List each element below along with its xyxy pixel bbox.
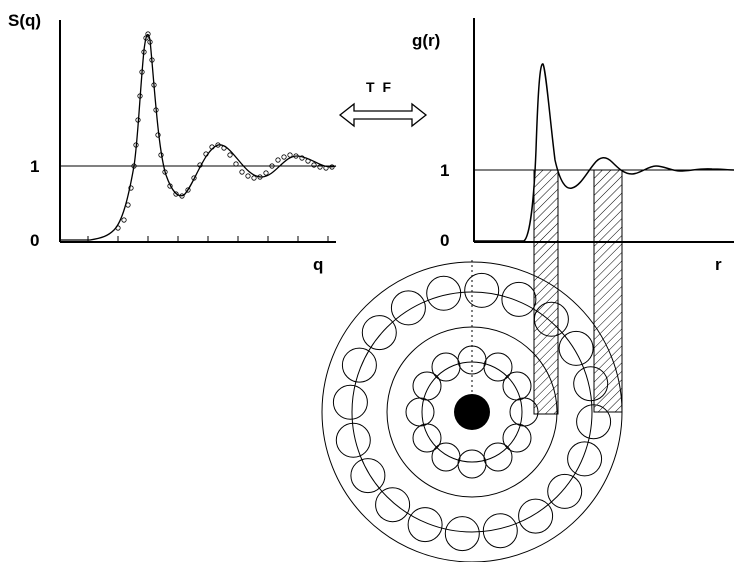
sq-tick-zero-label: 0 bbox=[30, 231, 39, 250]
sq-tick-one-label: 1 bbox=[30, 157, 39, 176]
second-shell-particle bbox=[361, 315, 397, 351]
tf-label: T F bbox=[366, 79, 393, 95]
sq-y-axis-label: S(q) bbox=[8, 11, 41, 30]
first-shell-particle bbox=[502, 371, 532, 401]
second-shell-particle bbox=[558, 330, 594, 366]
gr-panel: g(r) 1 0 r bbox=[412, 18, 734, 274]
second-shell-particle bbox=[547, 473, 583, 509]
second-shell-particle bbox=[501, 281, 537, 317]
second-shell-particle bbox=[335, 422, 371, 458]
shell-bins bbox=[533, 169, 623, 415]
sq-x-axis-label: q bbox=[313, 255, 323, 274]
second-peak-bin bbox=[593, 169, 623, 413]
gr-curve bbox=[474, 63, 735, 242]
second-shell-particle bbox=[444, 516, 480, 552]
shell-particles bbox=[332, 272, 612, 552]
sq-panel: S(q) 1 0 q bbox=[8, 11, 337, 274]
second-shell-particle bbox=[426, 275, 462, 311]
fourier-transform-arrow: T F bbox=[338, 79, 428, 128]
sq-curve bbox=[60, 33, 337, 241]
second-shell-particle bbox=[341, 347, 377, 383]
gr-tick-one-label: 1 bbox=[440, 161, 449, 180]
central-atom bbox=[454, 394, 490, 430]
first-shell-particle bbox=[502, 423, 532, 453]
second-shell-particle bbox=[407, 507, 443, 543]
first-shell-particle bbox=[483, 352, 513, 382]
second-shell-particle bbox=[482, 513, 518, 549]
second-shell-particle bbox=[332, 384, 368, 420]
first-shell-particle bbox=[412, 371, 442, 401]
second-shell-particle bbox=[375, 487, 411, 523]
gr-x-axis-label: r bbox=[715, 255, 722, 274]
first-peak-bin bbox=[533, 169, 559, 415]
double-arrow-icon bbox=[338, 102, 428, 128]
second-shell-particle bbox=[518, 498, 554, 534]
first-shell-particle bbox=[412, 423, 442, 453]
first-shell-particle bbox=[431, 352, 461, 382]
sq-data-points bbox=[115, 31, 335, 231]
first-shell-particle bbox=[483, 442, 513, 472]
second-shell-particle bbox=[464, 272, 500, 308]
first-shell-particle bbox=[405, 397, 435, 427]
sq-x-ticks bbox=[87, 236, 329, 242]
first-shell-particle bbox=[457, 449, 487, 479]
gr-tick-zero-label: 0 bbox=[440, 231, 449, 250]
second-shell-particle bbox=[350, 458, 386, 494]
second-shell-particle bbox=[390, 290, 426, 326]
second-shell-particle bbox=[567, 441, 603, 477]
first-shell-particle bbox=[431, 442, 461, 472]
atomic-shell-diagram bbox=[321, 260, 623, 563]
gr-y-axis-label: g(r) bbox=[412, 31, 440, 50]
